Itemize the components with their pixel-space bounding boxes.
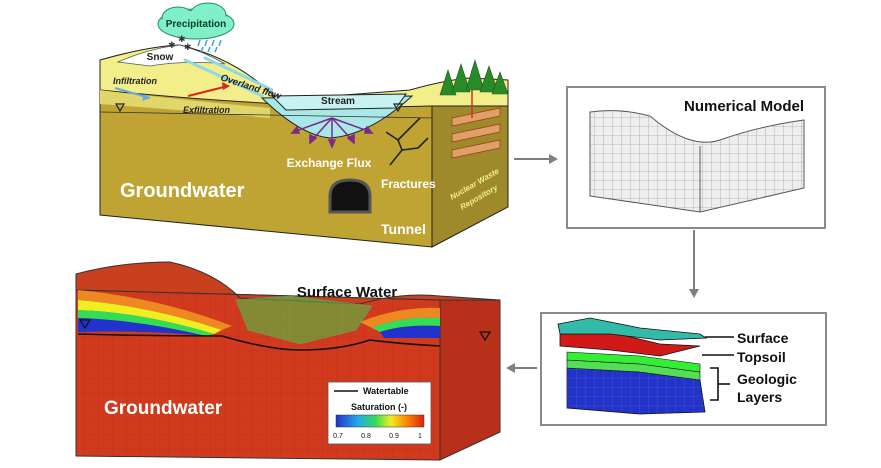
arrow-to-layers (689, 230, 699, 298)
legend-tick-3: 1 (418, 433, 422, 440)
surface-layer (557, 317, 708, 341)
arrow-to-result (506, 363, 537, 373)
svg-text:✱: ✱ (168, 41, 176, 51)
geologic-layers-block (566, 351, 706, 415)
exchange-flux-arrows (290, 117, 374, 149)
exfiltration-arrow (187, 82, 230, 97)
result-watertable-marker-left (78, 319, 92, 330)
surface-water-label: Surface Water (297, 284, 397, 301)
right-saturation-bands (360, 307, 440, 338)
topsoil-band (100, 90, 270, 118)
tunnel (328, 178, 372, 214)
legend-colorbar (335, 414, 425, 428)
result-side-face (439, 299, 501, 461)
svg-text:✱: ✱ (178, 35, 186, 45)
legend-tick-0: 0.7 (333, 433, 343, 440)
groundwater-label: Groundwater (120, 180, 245, 202)
infiltration-label: Infiltration (113, 76, 157, 86)
result-watertable-marker-right (478, 331, 492, 342)
result-watertable-line (77, 333, 441, 351)
simulation-result: Surface Water Groundwater Watertable Sat… (75, 261, 501, 461)
fractures-label: Fractures (381, 177, 436, 191)
cloud-core (160, 11, 232, 37)
legend-tick-1: 0.8 (361, 433, 371, 440)
tunnel-label: Tunnel (381, 221, 426, 237)
overland-flow-arrows (183, 56, 274, 98)
watertable-markers (114, 103, 404, 113)
saturation-legend: Watertable Saturation (-) 0.7 0.8 0.9 1 (327, 381, 432, 445)
snowflake-icons: ✱✱✱ (168, 35, 192, 53)
left-saturation-bands (78, 290, 232, 336)
result-top-surface (75, 261, 501, 305)
watertable-line (99, 111, 433, 119)
layer-leader-lines (702, 336, 734, 401)
numerical-model-title: Numerical Model (684, 98, 804, 115)
legend-watertable-label: Watertable (363, 386, 409, 396)
result-groundwater-label: Groundwater (104, 398, 223, 419)
stream-label: Stream (321, 96, 355, 107)
layers-panel: Surface Topsoil Geologic Layers (540, 312, 827, 426)
infiltration-arrow (114, 87, 151, 101)
conceptual-model: ✱✱✱ (99, 2, 509, 248)
tree-icons (439, 58, 509, 96)
arrow-to-numerical-model (514, 154, 558, 164)
legend-box (327, 381, 432, 445)
surface-water-mesh (236, 296, 372, 344)
numerical-model-panel: Numerical Model (566, 86, 826, 229)
snow-cap (116, 44, 226, 67)
precipitation-label: Precipitation (166, 19, 227, 30)
snow-label: Snow (147, 52, 174, 63)
legend-tick-2: 0.9 (389, 433, 399, 440)
exchange-flux-label: Exchange Flux (287, 156, 372, 170)
geologic-label-line1: Geologic (737, 371, 797, 387)
legend-saturation-label: Saturation (-) (351, 402, 407, 412)
rain-drops (197, 39, 222, 53)
surface-label: Surface (737, 330, 789, 346)
fractures-lines (385, 117, 429, 166)
topsoil-label: Topsoil (737, 349, 786, 365)
svg-text:✱: ✱ (184, 43, 192, 53)
mesh-block (589, 110, 805, 213)
geologic-label-line2: Layers (737, 389, 782, 405)
exfiltration-label: Exfiltration (183, 105, 231, 115)
